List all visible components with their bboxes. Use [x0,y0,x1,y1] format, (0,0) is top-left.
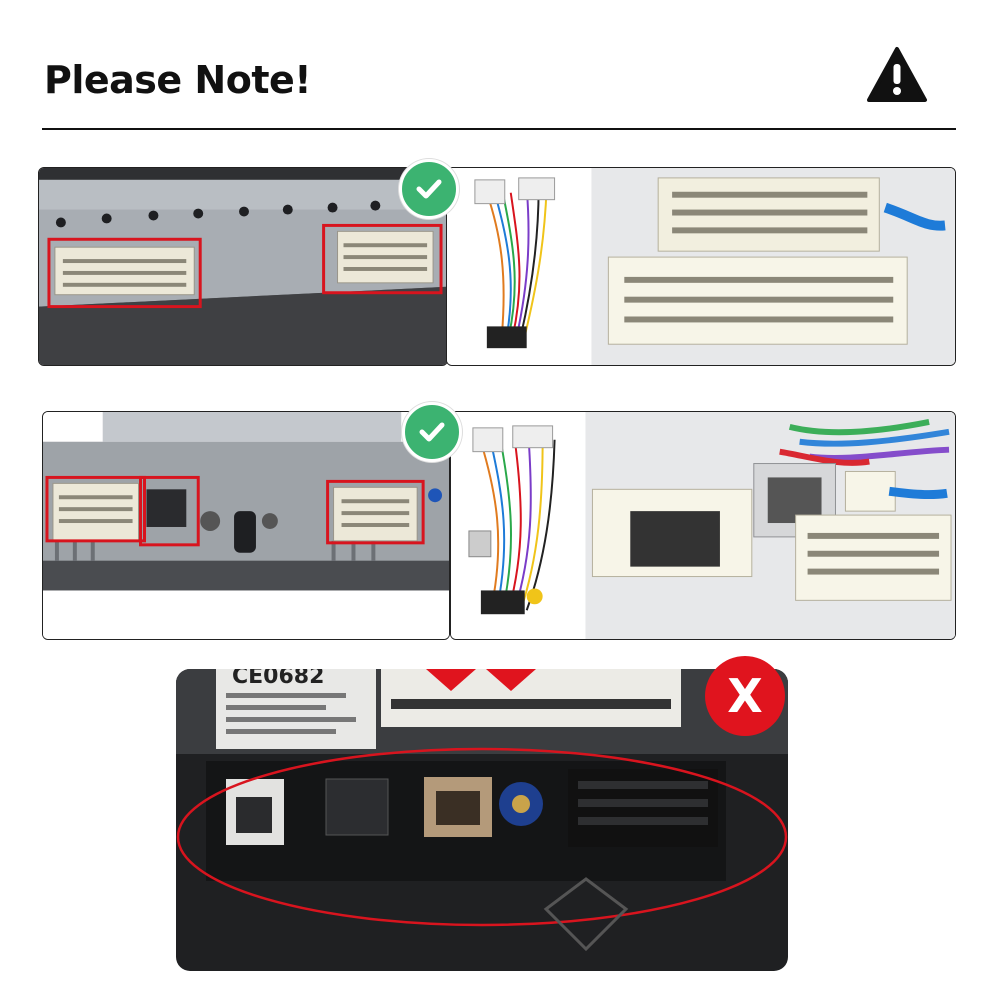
header-divider [42,128,956,130]
cross-icon: X [727,669,763,723]
harness-photo-1 [446,167,956,366]
radio-rear-photo-1 [38,167,448,366]
correct-badge-2 [402,402,462,462]
radio-rear-photo-2 [42,411,450,640]
correct-badge-1 [399,159,459,219]
harness-photo-2 [450,411,956,640]
radio-marking: CE0682 [232,669,324,689]
incompatible-radio-photo: CE0682 [176,669,788,971]
checkmark-icon [419,422,445,442]
warning-triangle-icon [867,47,927,102]
checkmark-icon [416,179,442,199]
page-title: Please Note! [44,58,312,102]
incorrect-badge: X [705,656,785,736]
